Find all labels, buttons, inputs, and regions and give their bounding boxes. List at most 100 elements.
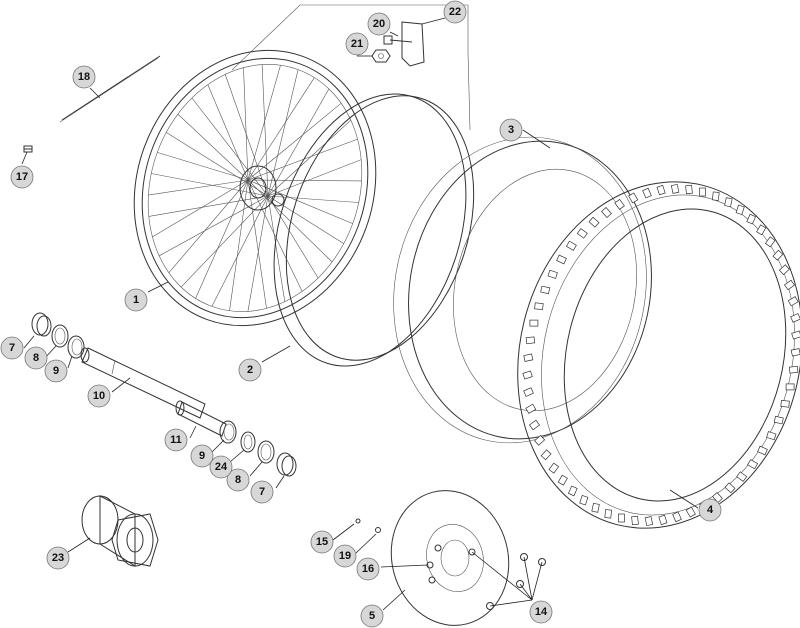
callout-10-label: 10 <box>93 390 105 402</box>
part-22-bracket <box>401 21 425 67</box>
part-5-brake-disc <box>390 490 510 626</box>
spoke-line <box>168 179 249 273</box>
tread-block <box>790 313 800 323</box>
callout-9-right-label: 9 <box>199 450 205 462</box>
tire-tread-blocks <box>522 183 800 527</box>
callout-8-right: 8 <box>226 468 250 492</box>
spoke-line <box>157 152 249 181</box>
spoke-line <box>267 159 362 197</box>
spoke-line <box>166 132 269 197</box>
tread-block <box>529 419 540 431</box>
callout-15-label: 15 <box>316 536 328 548</box>
tread-block <box>735 204 745 215</box>
tread-block <box>712 191 720 201</box>
spoke-line <box>267 195 344 244</box>
tread-block <box>540 285 551 295</box>
tread-block <box>557 474 568 486</box>
callout-1-label: 1 <box>133 294 139 306</box>
tread-block <box>540 449 552 461</box>
part-9-left-bearing <box>67 335 85 359</box>
spoke-line <box>211 195 269 307</box>
tread-block <box>614 198 625 210</box>
spoke-line <box>247 65 281 181</box>
part-19-washer <box>375 527 381 533</box>
callout-20: 20 <box>367 12 391 36</box>
tread-block <box>658 514 668 526</box>
callout-5-label: 5 <box>369 610 375 622</box>
spoke-line <box>180 195 269 288</box>
spoke-line <box>148 179 249 196</box>
spoke-line <box>148 195 269 217</box>
tread-block <box>525 403 537 414</box>
callout-14: 14 <box>529 600 553 624</box>
callout-24-label: 24 <box>215 461 228 473</box>
spoke-line <box>247 179 303 292</box>
callout-7-left-label: 7 <box>9 342 15 354</box>
tread-block <box>522 370 533 380</box>
callout-9-left: 9 <box>44 359 68 383</box>
callout-18: 18 <box>72 65 96 89</box>
tread-block <box>642 187 652 199</box>
callout-24: 24 <box>209 455 233 479</box>
tread-block <box>601 207 612 218</box>
tread-block <box>644 516 654 527</box>
callout-22: 22 <box>443 0 467 24</box>
callout-21: 21 <box>345 32 369 56</box>
spoke-line <box>159 195 269 257</box>
part-18-spoke <box>61 55 161 121</box>
spoke-line <box>247 179 362 182</box>
callout-16: 16 <box>356 557 380 581</box>
tread-block <box>656 184 666 196</box>
part-14-nuts <box>468 548 546 610</box>
tread-block <box>712 492 723 503</box>
spoke-line <box>267 195 319 279</box>
tread-block <box>785 383 795 391</box>
callout-23: 23 <box>46 546 70 570</box>
tread-block <box>579 495 589 506</box>
callout-8-left-label: 8 <box>33 352 39 364</box>
callout-2-label: 2 <box>247 364 253 376</box>
callout-22-label: 22 <box>449 6 461 18</box>
tread-block <box>787 296 799 307</box>
part-24-washer <box>240 431 256 453</box>
tread-block <box>534 434 546 446</box>
callout-3-label: 3 <box>508 124 514 136</box>
part-17-screw <box>23 145 33 153</box>
callout-17: 17 <box>10 165 34 189</box>
tread-block <box>548 462 560 474</box>
tread-block <box>523 353 534 362</box>
spoke-line <box>195 179 249 299</box>
tread-block <box>576 228 588 239</box>
callout-15: 15 <box>310 530 334 554</box>
part-10-axle <box>80 347 206 419</box>
tread-block <box>591 502 600 513</box>
tread-block <box>736 471 748 482</box>
spoke-line <box>152 179 249 238</box>
tread-block <box>746 213 757 225</box>
part-20-bolt <box>383 35 413 45</box>
part-9-right-bearing <box>219 420 237 444</box>
tread-block <box>788 365 799 374</box>
callout-9-left-label: 9 <box>53 365 59 377</box>
callout-11: 11 <box>164 428 188 452</box>
part-7-right-bearing-seal <box>276 452 297 477</box>
part-23-hub <box>81 495 159 567</box>
tread-block <box>772 249 784 261</box>
part-11-spacer <box>175 400 227 437</box>
tread-block <box>780 400 790 408</box>
tread-block <box>604 509 612 519</box>
callout-1: 1 <box>124 288 148 312</box>
tread-block <box>764 236 776 248</box>
tread-block <box>766 431 777 441</box>
tread-block <box>670 183 680 194</box>
callout-18-label: 18 <box>78 71 90 83</box>
part-8-left-ring <box>51 324 69 348</box>
tread-block <box>556 254 567 265</box>
callout-4: 4 <box>698 498 722 522</box>
callout-21-label: 21 <box>351 38 363 50</box>
callout-3: 3 <box>499 118 523 142</box>
callout-8-left: 8 <box>24 346 48 370</box>
spoke-line <box>267 195 359 203</box>
callout-9-right: 9 <box>190 444 214 468</box>
